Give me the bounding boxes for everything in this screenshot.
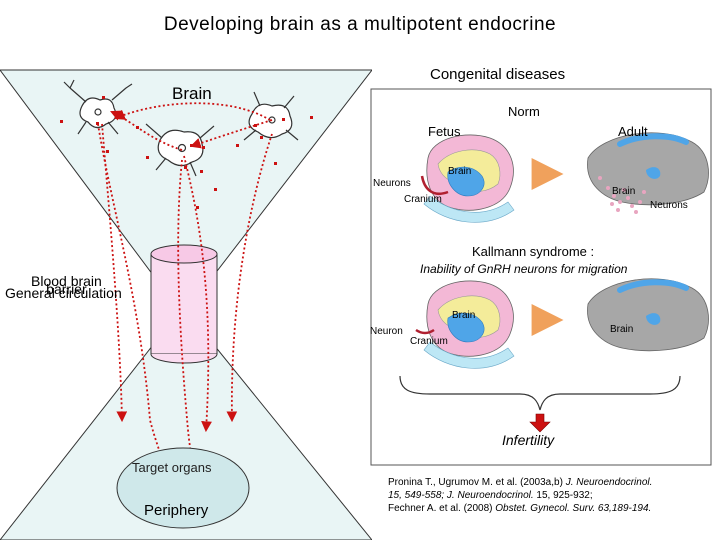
reference-line-1: Pronina T., Ugrumov M. et al. (2003a,b) … — [388, 476, 714, 489]
bbb-label-line2: barrier — [46, 281, 87, 297]
reference-line-1-italic: J. Neuroendocrinol. — [565, 477, 653, 488]
reference-line-3: Fechner A. et al. (2008) Obstet. Gynecol… — [388, 502, 714, 515]
kallmann-fetus-cranium-label: Cranium — [410, 336, 448, 347]
fetus-label: Fetus — [428, 124, 461, 139]
reference-line-3-italic: Obstet. Gynecol. Surv. 63,189-194. — [495, 503, 652, 514]
kallmann-adult-brain — [587, 278, 709, 352]
congenital-header: Congenital diseases — [430, 66, 566, 83]
norm-fetus-neurons-label: Neurons — [373, 178, 411, 189]
kallmann-title: Kallmann syndrome : — [472, 244, 595, 259]
adult-label: Adult — [618, 124, 648, 139]
reference-line-2-plain: 15, 925-932; — [533, 490, 593, 501]
reference-line-2-italic: 15, 549-558; J. Neuroendocrinol. — [388, 490, 534, 501]
norm-adult-neurons-label: Neurons — [650, 200, 688, 211]
infertility-arrow — [529, 413, 551, 433]
congenital-panel — [370, 88, 712, 466]
target-organs-ellipse — [116, 447, 250, 529]
reference-line-2: 15, 549-558; J. Neuroendocrinol. 15, 925… — [388, 489, 714, 502]
hourglass-diagram — [0, 69, 372, 540]
bbb-label: Blood brain barrier — [31, 274, 102, 296]
kallmann-fetus-brain — [415, 280, 515, 369]
reference-line-1-plain: Pronina T., Ugrumov M. et al. (2003a,b) — [388, 477, 566, 488]
norm-fetus-cranium-label: Cranium — [404, 194, 442, 205]
kallmann-subtitle: Inability of GnRH neurons for migration — [420, 262, 628, 276]
blood-brain-barrier-cylinder — [150, 244, 218, 364]
brain-label: Brain — [172, 84, 212, 103]
target-organs-label: Target organs — [132, 460, 212, 475]
norm-fetus-brain-label: Brain — [448, 166, 472, 177]
page-title: Developing brain as a multipotent endocr… — [163, 14, 557, 35]
periphery-label: Periphery — [144, 502, 209, 519]
kallmann-adult-brain-label: Brain — [610, 324, 634, 335]
bbb-label-line1: Blood brain — [31, 273, 102, 289]
norm-fetus-brain — [420, 134, 515, 223]
kallmann-fetus-brain-label: Brain — [452, 310, 476, 321]
reference-line-3-plain: Fechner A. et al. (2008) — [388, 503, 496, 514]
norm-adult-brain-label: Brain — [612, 186, 636, 197]
infertility-label: Infertility — [502, 432, 555, 448]
kallmann-fetus-neuron-label: Neuron — [370, 326, 403, 337]
norm-title: Norm — [508, 104, 540, 119]
outcome-bracket — [399, 375, 681, 411]
reference-citation: Pronina T., Ugrumov M. et al. (2003a,b) … — [388, 476, 714, 515]
general-circulation-label: General circulation — [5, 285, 122, 301]
norm-adult-brain — [587, 132, 709, 214]
